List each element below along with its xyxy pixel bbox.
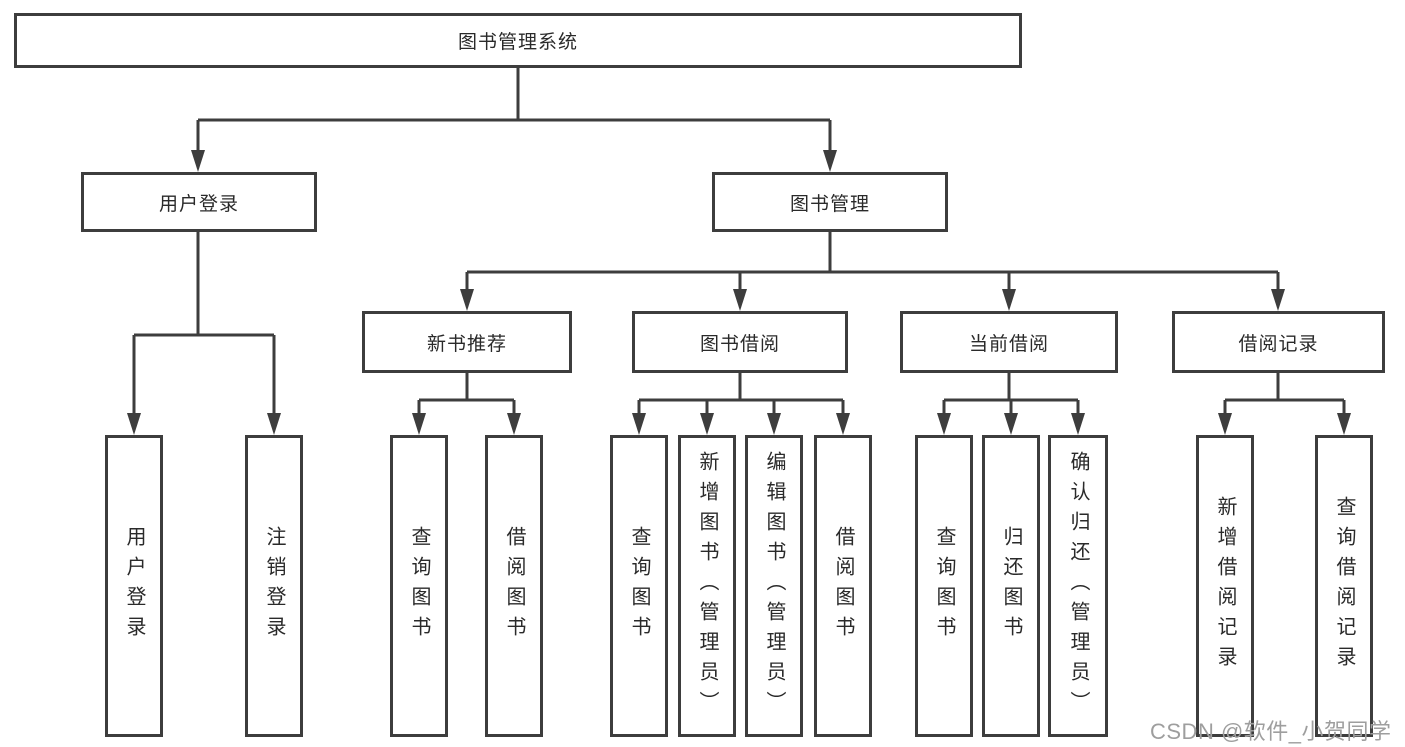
node-library-management-system: 图书管理系统 xyxy=(14,13,1022,68)
leaf-query-book-current: 查询图书 xyxy=(915,435,973,737)
leaf-label: 确认归还（管理员） xyxy=(1067,451,1089,721)
node-borrow-records: 借阅记录 xyxy=(1172,311,1385,373)
leaf-user-login: 用户登录 xyxy=(105,435,163,737)
leaf-logout: 注销登录 xyxy=(245,435,303,737)
leaf-label: 查询图书 xyxy=(933,526,955,646)
leaf-query-borrow-record: 查询借阅记录 xyxy=(1315,435,1373,737)
arrowheads xyxy=(127,150,1351,435)
leaf-label: 查询借阅记录 xyxy=(1333,496,1355,676)
leaf-label: 借阅图书 xyxy=(832,526,854,646)
leaf-label: 注销登录 xyxy=(263,526,285,646)
leaf-label: 新增图书（管理员） xyxy=(696,451,718,721)
leaf-query-book-borrow: 查询图书 xyxy=(610,435,668,737)
node-book-borrow: 图书借阅 xyxy=(632,311,848,373)
leaf-label: 用户登录 xyxy=(123,526,145,646)
leaf-add-borrow-record: 新增借阅记录 xyxy=(1196,435,1254,737)
leaf-label: 借阅图书 xyxy=(503,526,525,646)
leaf-label: 查询图书 xyxy=(628,526,650,646)
leaf-query-book-recommend: 查询图书 xyxy=(390,435,448,737)
node-book-management: 图书管理 xyxy=(712,172,948,232)
leaf-label: 查询图书 xyxy=(408,526,430,646)
node-user-login: 用户登录 xyxy=(81,172,317,232)
leaf-label: 编辑图书（管理员） xyxy=(763,451,785,721)
leaf-borrow-book-recommend: 借阅图书 xyxy=(485,435,543,737)
leaf-borrow-book: 借阅图书 xyxy=(814,435,872,737)
leaf-add-book-admin: 新增图书（管理员） xyxy=(678,435,736,737)
node-new-book-recommend: 新书推荐 xyxy=(362,311,572,373)
leaf-label: 新增借阅记录 xyxy=(1214,496,1236,676)
csdn-watermark: CSDN @软件_小贺同学 xyxy=(1150,719,1392,744)
leaf-edit-book-admin: 编辑图书（管理员） xyxy=(745,435,803,737)
leaf-label: 归还图书 xyxy=(1000,526,1022,646)
node-current-borrow: 当前借阅 xyxy=(900,311,1118,373)
leaf-confirm-return-admin: 确认归还（管理员） xyxy=(1048,435,1108,737)
leaf-return-book: 归还图书 xyxy=(982,435,1040,737)
